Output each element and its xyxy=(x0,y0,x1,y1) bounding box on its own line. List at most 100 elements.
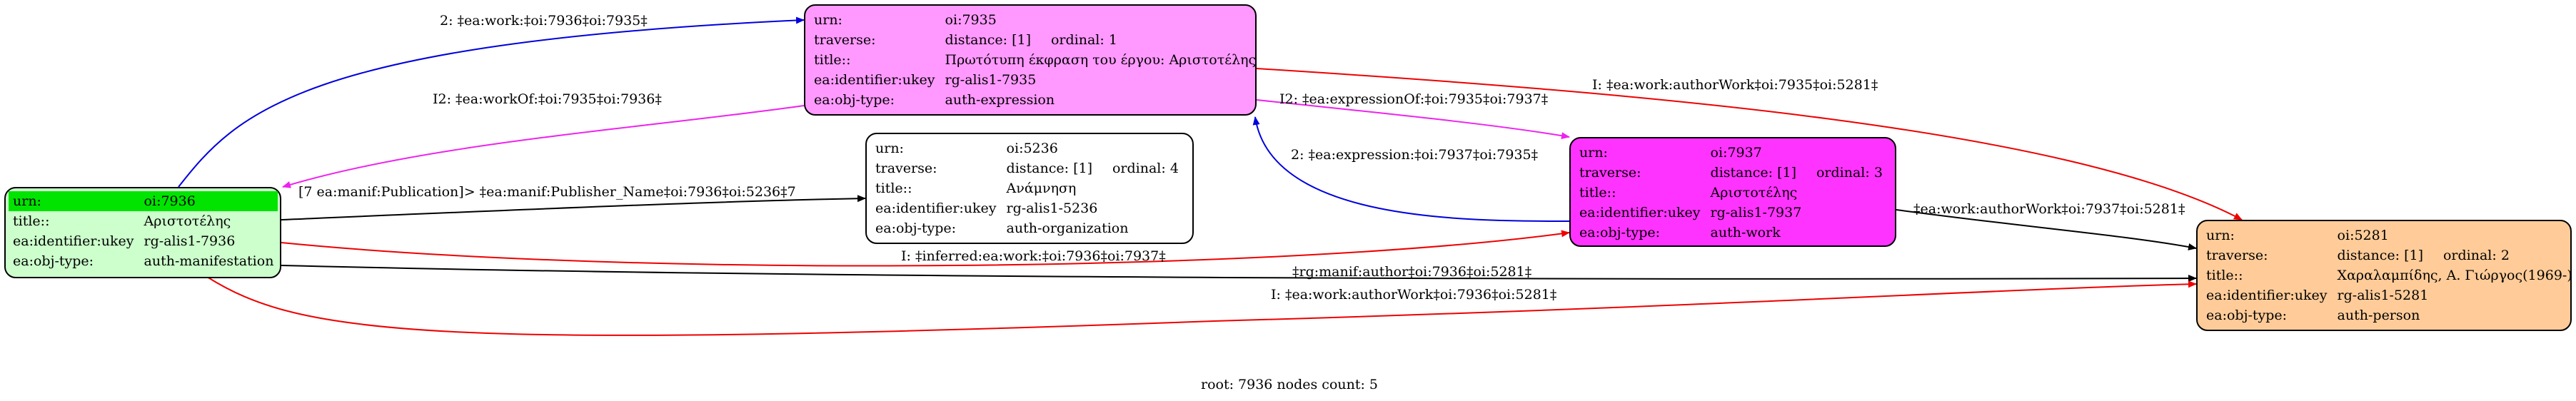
node-oi-7935[interactable]: urn: oi:7935 traverse: distance: [1] ordina… xyxy=(804,4,1257,116)
node-urn-row: urn:oi:5236 xyxy=(871,138,1183,158)
edge-label-workof: I2: ‡ea:workOf:‡oi:7935‡oi:7936‡ xyxy=(433,91,662,107)
field-value: oi:5281 xyxy=(2337,228,2389,243)
field-key: title:: xyxy=(2206,268,2243,283)
node-objtype-row: ea:obj-type: auth-expression xyxy=(810,90,1260,110)
distance-value: distance: [1] xyxy=(1006,161,1092,176)
node-title-row: title::Πρωτότυπη έκφραση του έργου: Αρισ… xyxy=(810,50,1260,70)
field-value: auth-organization xyxy=(1006,220,1129,236)
edge-e2 xyxy=(282,105,805,188)
edge-e6 xyxy=(281,195,866,220)
edge-e7 xyxy=(281,230,1570,267)
field-value: oi:7937 xyxy=(1710,145,1762,161)
edge-label-authorwork-7935: I: ‡ea:work:authorWork‡oi:7935‡oi:5281‡ xyxy=(1592,77,1878,93)
field-value: auth-expression xyxy=(945,92,1055,108)
node-oi-5236[interactable]: urn:oi:5236 traverse:distance: [1]ordina… xyxy=(865,133,1194,244)
edge-e3 xyxy=(1256,68,2243,220)
edge-label-expressionof: I2: ‡ea:expressionOf:‡oi:7935‡oi:7937‡ xyxy=(1279,91,1549,107)
field-value: distance: [1]ordinal: 2 xyxy=(2332,245,2576,265)
distance-value: distance: [1] xyxy=(945,32,1031,48)
field-key: ea:obj-type: xyxy=(875,220,957,236)
field-key: ea:obj-type: xyxy=(1579,225,1661,240)
field-key: ea:identifier:ukey xyxy=(1579,205,1701,220)
edge-e1 xyxy=(178,16,805,188)
field-key: title:: xyxy=(13,213,50,229)
node-urn-row: urn:oi:7936 xyxy=(9,191,278,211)
ordinal-value: ordinal: 4 xyxy=(1112,161,1179,176)
node-title-row: title::Αριστοτέλης xyxy=(9,211,278,231)
field-value: distance: [1] ordinal: 1 xyxy=(940,30,1261,50)
node-ukey-row: ea:identifier:ukey rg-alis1-7936 xyxy=(9,231,278,251)
node-title-row: title::Χαραλαμπίδης, Α. Γιώργος(1969-) xyxy=(2202,265,2576,285)
edge-label-expression: 2: ‡ea:expression:‡oi:7937‡oi:7935‡ xyxy=(1291,147,1539,163)
graph-footer: root: 7936 nodes count: 5 xyxy=(1201,377,1379,392)
edge-e8 xyxy=(1896,209,2197,250)
field-value: rg-alis1-7936 xyxy=(144,233,236,249)
node-traverse-row: traverse:distance: [1]ordinal: 4 xyxy=(871,158,1183,178)
field-key: traverse: xyxy=(1579,165,1641,181)
distance-value: distance: [1] xyxy=(1710,165,1796,181)
ordinal-value: ordinal: 2 xyxy=(2442,248,2510,263)
field-value: Πρωτότυπη έκφραση του έργου: Αριστοτέλης xyxy=(945,52,1257,68)
field-value: rg-alis1-5281 xyxy=(2337,288,2429,303)
field-key: ea:obj-type: xyxy=(2206,308,2288,323)
node-ukey-row: ea:identifier:ukey rg-alis1-5281 xyxy=(2202,285,2576,305)
edge-e4 xyxy=(1256,99,1570,140)
edge-label-authorwork-7936: I: ‡ea:work:authorWork‡oi:7936‡oi:5281‡ xyxy=(1271,287,1557,303)
field-value: rg-alis1-5236 xyxy=(1006,200,1098,216)
field-key: ea:identifier:ukey xyxy=(875,200,997,216)
node-ukey-row: ea:identifier:ukey rg-alis1-7937 xyxy=(1575,203,1887,223)
edge-e9 xyxy=(281,265,2197,283)
field-key: ea:identifier:ukey xyxy=(13,233,134,249)
field-value: distance: [1] ordinal: 4 xyxy=(1001,158,1183,178)
node-ukey-row: ea:identifier:ukey rg-alis1-7935 xyxy=(810,70,1260,90)
field-value: Ανάμνηση xyxy=(1006,181,1077,196)
node-objtype-row: ea:obj-type: auth-work xyxy=(1575,223,1887,243)
field-key: ea:obj-type: xyxy=(13,253,94,269)
node-oi-7936[interactable]: urn:oi:7936 title::Αριστοτέλης ea:identi… xyxy=(4,187,281,278)
field-key: urn: xyxy=(9,191,139,211)
node-objtype-row: ea:obj-type: auth-person xyxy=(2202,305,2576,325)
edge-label-inferred-work: I: ‡inferred:ea:work:‡oi:7936‡oi:7937‡ xyxy=(901,248,1166,264)
node-objtype-row: ea:obj-type: auth-manifestation xyxy=(9,251,278,271)
node-oi-7937[interactable]: urn: oi:7937 traverse: distance: [1] ordina… xyxy=(1569,137,1896,247)
field-value: auth-work xyxy=(1710,225,1781,240)
node-urn-row: urn: oi:7937 xyxy=(1575,143,1887,163)
field-value: Αριστοτέλης xyxy=(1710,185,1798,200)
node-urn-row: urn: oi:7935 xyxy=(810,10,1260,30)
field-value: auth-manifestation xyxy=(144,253,274,269)
field-key: urn: xyxy=(875,141,904,156)
field-key: ea:identifier:ukey xyxy=(2206,288,2328,303)
field-key: title:: xyxy=(1579,185,1616,200)
field-value: rg-alis1-7935 xyxy=(945,72,1037,88)
node-traverse-row: traverse: distance: [1] ordinal: 1 xyxy=(810,30,1260,50)
node-objtype-row: ea:obj-type: auth-organization xyxy=(871,218,1183,238)
ordinal-value: ordinal: 3 xyxy=(1816,165,1883,181)
node-traverse-row: traverse: distance: [1] ordinal: 3 xyxy=(1575,163,1887,183)
node-title-row: title::Ανάμνηση xyxy=(871,178,1183,198)
field-value: Χαραλαμπίδης, Α. Γιώργος(1969-) xyxy=(2337,268,2572,283)
node-traverse-row: traverse: distance: [1]ordinal: 2 xyxy=(2202,245,2576,265)
field-value: rg-alis1-7937 xyxy=(1710,205,1802,220)
field-key: urn: xyxy=(2206,228,2235,243)
node-oi-5281[interactable]: urn:oi:5281 traverse:distance: [1]ordina… xyxy=(2196,220,2572,331)
ordinal-value: ordinal: 1 xyxy=(1050,32,1117,48)
field-key: traverse: xyxy=(814,32,876,48)
node-ukey-row: ea:identifier:ukey rg-alis1-5236 xyxy=(871,198,1183,218)
field-value: Αριστοτέλης xyxy=(144,213,231,229)
field-key: title:: xyxy=(814,52,851,68)
field-value: auth-person xyxy=(2337,308,2420,323)
field-key: ea:obj-type: xyxy=(814,92,895,108)
field-value: oi:7935 xyxy=(945,12,997,28)
edge-label-manif-author: ‡rg:manif:author‡oi:7936‡oi:5281‡ xyxy=(1292,264,1532,280)
field-key: traverse: xyxy=(2206,248,2268,263)
field-key: ea:identifier:ukey xyxy=(814,72,935,88)
edge-label-authorwork-7937: ‡ea:work:authorWork‡oi:7937‡oi:5281‡ xyxy=(1913,201,2185,217)
node-urn-row: urn: oi:5281 xyxy=(2202,225,2576,245)
edge-label-work: 2: ‡ea:work:‡oi:7936‡oi:7935‡ xyxy=(440,13,648,29)
field-key: urn: xyxy=(1579,145,1608,161)
edge-e10 xyxy=(206,276,2197,336)
field-value: oi:7936 xyxy=(138,191,278,211)
field-key: urn: xyxy=(814,12,842,28)
edge-e5 xyxy=(1252,116,1570,222)
